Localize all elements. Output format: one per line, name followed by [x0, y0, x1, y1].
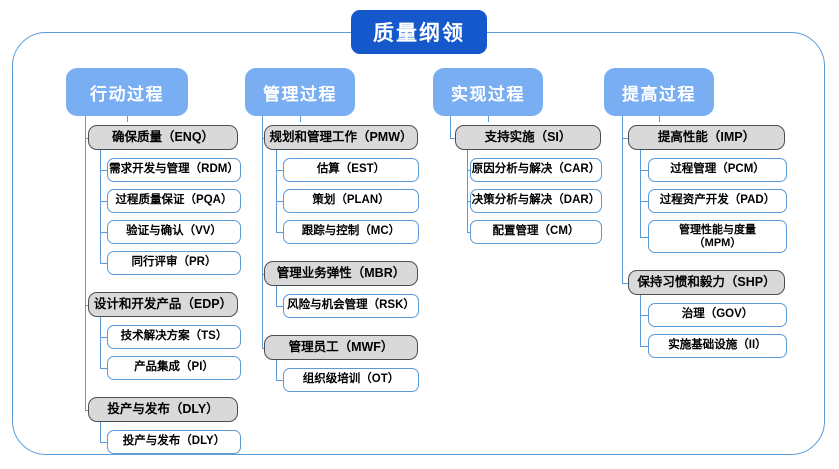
leaf-node[interactable]: 过程管理（PCM）	[648, 158, 787, 182]
connector-line	[100, 170, 107, 172]
leaf-node[interactable]: 产品集成（PI）	[107, 356, 241, 380]
column-header-action[interactable]: 行动过程	[66, 68, 188, 116]
leaf-node[interactable]: 配置管理（CM）	[470, 220, 602, 244]
group-node[interactable]: 设计和开发产品（EDP）	[88, 292, 238, 317]
connector-line	[127, 116, 129, 122]
leaf-node[interactable]: 风险与机会管理（RSK）	[283, 294, 419, 318]
group-node[interactable]: 规划和管理工作（PMW）	[264, 125, 418, 150]
connector-line	[659, 116, 661, 122]
column-header-management[interactable]: 管理过程	[245, 68, 355, 116]
connector-line	[262, 347, 264, 349]
group-node[interactable]: 确保质量（ENQ）	[88, 125, 238, 150]
leaf-node[interactable]: 估算（EST）	[283, 158, 419, 182]
connector-line	[100, 337, 107, 339]
leaf-node[interactable]: 实施基础设施（II）	[648, 334, 787, 358]
connector-line	[85, 409, 88, 411]
leaf-node[interactable]: 投产与发布（DLY）	[107, 430, 241, 454]
connector-line	[640, 201, 648, 203]
leaf-node[interactable]: 同行评审（PR）	[107, 251, 241, 275]
connector-line	[622, 116, 624, 283]
root-title-box: 质量纲领	[351, 10, 487, 54]
connector-line	[85, 116, 87, 410]
connector-line	[467, 170, 470, 172]
connector-line	[640, 150, 642, 237]
group-node[interactable]: 管理员工（MWF）	[264, 335, 418, 360]
connector-line	[100, 232, 107, 234]
connector-line	[467, 150, 469, 232]
connector-line	[85, 137, 88, 139]
connector-line	[100, 368, 107, 370]
leaf-node[interactable]: 组织级培训（OT）	[283, 368, 419, 392]
leaf-node[interactable]: 管理性能与度量（MPM）	[648, 220, 787, 253]
leaf-node[interactable]: 原因分析与解决（CAR）	[470, 158, 602, 182]
connector-line	[276, 380, 283, 382]
connector-line	[276, 232, 283, 234]
connector-line	[262, 116, 264, 348]
leaf-node[interactable]: 需求开发与管理（RDM）	[107, 158, 241, 182]
leaf-node[interactable]: 验证与确认（VV）	[107, 220, 241, 244]
connector-line	[640, 170, 648, 172]
connector-line	[450, 116, 452, 138]
connector-line	[300, 116, 302, 122]
connector-line	[100, 442, 107, 444]
connector-line	[467, 201, 470, 203]
connector-line	[276, 201, 283, 203]
connector-line	[622, 137, 628, 139]
connector-line	[276, 286, 278, 306]
leaf-node[interactable]: 过程质量保证（PQA）	[107, 189, 241, 213]
connector-line	[100, 201, 107, 203]
connector-line	[100, 317, 102, 368]
column-header-improvement[interactable]: 提高过程	[604, 68, 714, 116]
leaf-node[interactable]: 策划（PLAN）	[283, 189, 419, 213]
connector-line	[100, 263, 107, 265]
connector-line	[622, 282, 628, 284]
connector-line	[488, 116, 490, 122]
connector-line	[276, 150, 278, 232]
group-node[interactable]: 提高性能（IMP）	[628, 125, 785, 150]
connector-line	[100, 422, 102, 442]
connector-line	[276, 360, 278, 380]
connector-line	[640, 295, 642, 346]
leaf-node[interactable]: 技术解决方案（TS）	[107, 325, 241, 349]
group-node[interactable]: 管理业务弹性（MBR）	[264, 261, 418, 286]
connector-line	[450, 137, 455, 139]
connector-line	[100, 150, 102, 263]
leaf-node[interactable]: 过程资产开发（PAD）	[648, 189, 787, 213]
leaf-node[interactable]: 决策分析与解决（DAR）	[470, 189, 602, 213]
column-header-realization[interactable]: 实现过程	[433, 68, 543, 116]
group-node[interactable]: 投产与发布（DLY）	[88, 397, 238, 422]
connector-line	[276, 170, 283, 172]
connector-line	[640, 315, 648, 317]
connector-line	[640, 346, 648, 348]
group-node[interactable]: 支持实施（SI）	[455, 125, 601, 150]
connector-line	[467, 232, 470, 234]
group-node[interactable]: 保持习惯和毅力（SHP）	[628, 270, 785, 295]
connector-line	[276, 306, 283, 308]
connector-line	[85, 304, 88, 306]
connector-line	[640, 236, 648, 238]
leaf-node[interactable]: 治理（GOV）	[648, 303, 787, 327]
leaf-node[interactable]: 跟踪与控制（MC）	[283, 220, 419, 244]
